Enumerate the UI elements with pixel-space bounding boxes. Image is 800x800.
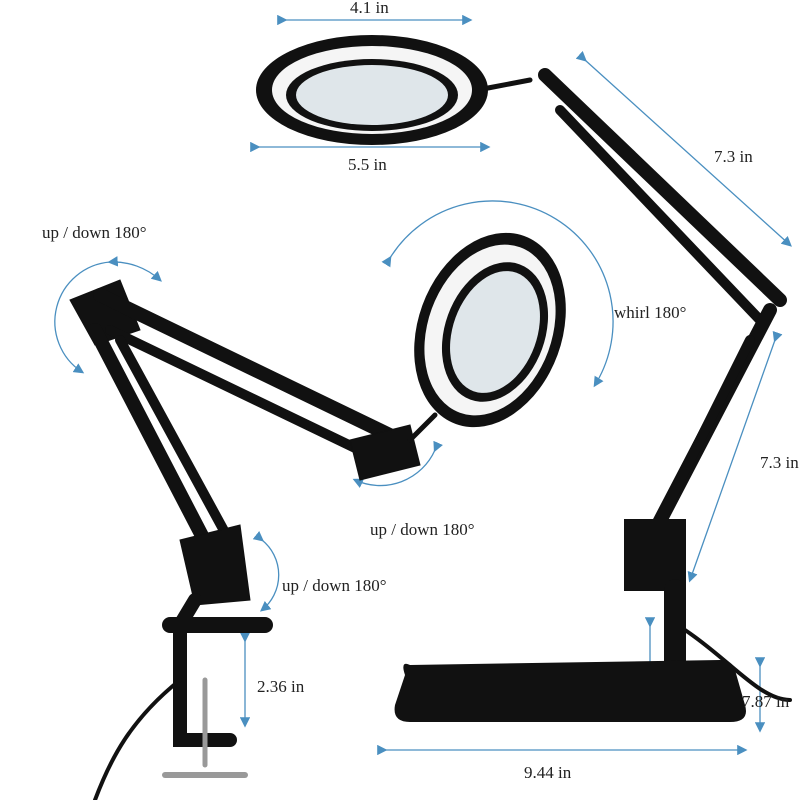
- label-top-ring-outer: 5.5 in: [348, 155, 387, 174]
- label-clamp-height: 2.36 in: [257, 677, 305, 696]
- label-rotate-base: up / down 180°: [282, 576, 387, 595]
- label-base-depth: 7.87 in: [742, 692, 790, 711]
- label-rotate-top-left: up / down 180°: [42, 223, 147, 242]
- middle-magnifier-ring: [414, 232, 566, 428]
- lamp-base: [394, 660, 746, 722]
- label-rotate-head: up / down 180°: [370, 520, 475, 539]
- label-top-ring-inner: 4.1 in: [350, 0, 389, 17]
- top-magnifier-ring: [256, 35, 488, 145]
- label-base-width: 9.44 in: [524, 763, 572, 782]
- left-lamp-arm: [69, 279, 438, 800]
- label-whirl: whirl 180°: [614, 303, 687, 322]
- label-upper-arm-length: 7.3 in: [714, 147, 753, 166]
- dimension-lines: [54, 14, 792, 756]
- right-lamp-arm: [485, 68, 792, 702]
- label-lower-arm-length: 7.3 in: [760, 453, 799, 472]
